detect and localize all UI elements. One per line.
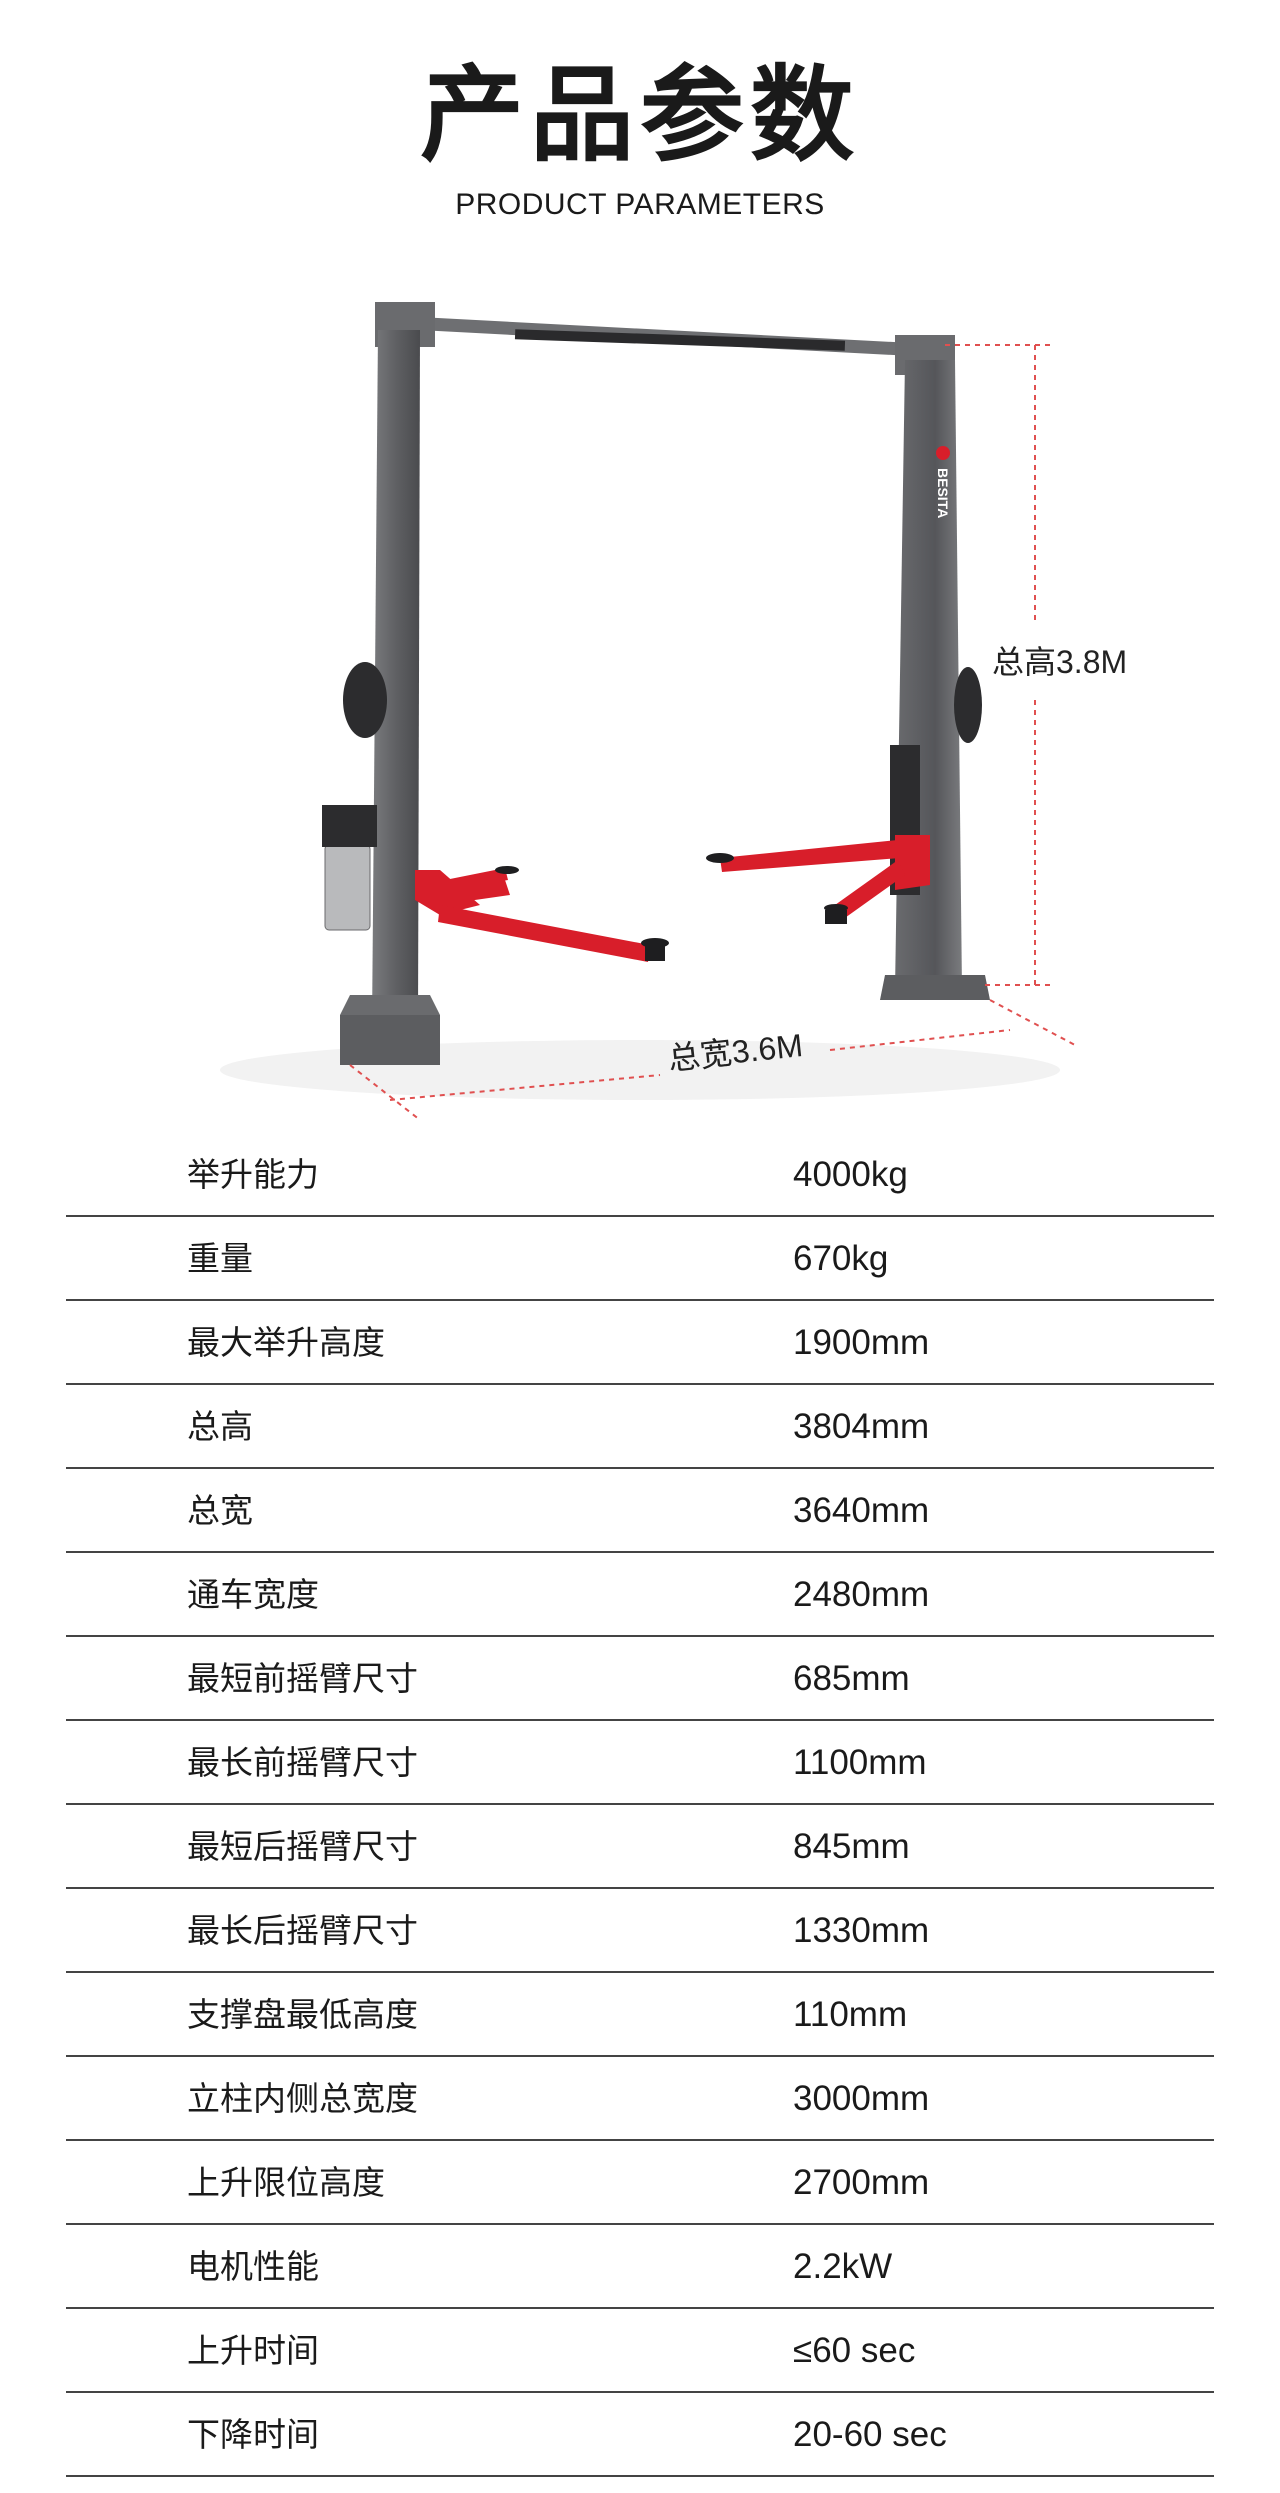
- spec-label: 电机性能: [187, 2247, 319, 2286]
- table-row: 重量 670kg: [66, 1219, 1214, 1301]
- left-column: [322, 330, 440, 1065]
- spec-label: 总高: [187, 1407, 253, 1446]
- spec-value: 685mm: [793, 1659, 910, 1698]
- spec-value: 4000kg: [793, 1155, 908, 1194]
- table-row: 电机性能 2.2kW: [66, 2227, 1214, 2309]
- spec-label: 上升时间: [187, 2331, 319, 2370]
- page-title: 产品参数: [419, 54, 860, 176]
- spec-value: 845mm: [793, 1827, 910, 1866]
- spec-label: 支撑盘最低高度: [187, 1995, 418, 2034]
- spec-value: 3804mm: [793, 1407, 930, 1446]
- hydraulic-pump: [324, 844, 371, 931]
- spec-value: 1100mm: [793, 1743, 927, 1782]
- spec-label: 通车宽度: [187, 1575, 319, 1614]
- page-subtitle: PRODUCT PARAMETERS: [455, 188, 825, 221]
- table-row: 最长后摇臂尺寸 1330mm: [66, 1891, 1214, 1973]
- spec-label: 最短后摇臂尺寸: [187, 1827, 418, 1866]
- table-row: 最大举升高度 1900mm: [66, 1303, 1214, 1385]
- table-row: 总高 3804mm: [66, 1387, 1214, 1469]
- spec-label: 最大举升高度: [187, 1323, 385, 1362]
- right-column: BESITA: [880, 360, 990, 1000]
- spec-label: 下降时间: [187, 2415, 319, 2454]
- table-row: 最长前摇臂尺寸 1100mm: [66, 1723, 1214, 1805]
- spec-label: 最短前摇臂尺寸: [187, 1659, 418, 1698]
- spec-value: 670kg: [793, 1239, 889, 1278]
- spec-label: 上升限位高度: [187, 2163, 385, 2202]
- car-lift-illustration: BESITA: [220, 302, 1076, 1121]
- table-row: 下降时间 20-60 sec: [66, 2395, 1214, 2477]
- brand-logo: BESITA: [935, 468, 951, 518]
- left-lift-arms: [415, 866, 669, 962]
- spec-label: 重量: [187, 1239, 253, 1278]
- spec-label: 最长后摇臂尺寸: [187, 1911, 418, 1950]
- top-crossbeam: [375, 302, 955, 375]
- spec-value: 110mm: [793, 1995, 908, 2034]
- spec-value: ≤60 sec: [793, 2331, 916, 2370]
- spec-label: 总宽: [187, 1491, 253, 1530]
- table-row: 总宽 3640mm: [66, 1471, 1214, 1553]
- spec-value: 2480mm: [793, 1575, 930, 1614]
- spec-value: 1330mm: [793, 1911, 930, 1950]
- table-row: 通车宽度 2480mm: [66, 1555, 1214, 1637]
- dimension-lines: [349, 344, 1076, 1121]
- spec-label: 最长前摇臂尺寸: [187, 1743, 418, 1782]
- table-row: 支撑盘最低高度 110mm: [66, 1975, 1214, 2057]
- right-lift-arms: [706, 835, 930, 924]
- table-row: 最短后摇臂尺寸 845mm: [66, 1807, 1214, 1889]
- table-row: 举升能力 4000kg: [66, 1135, 1214, 1217]
- spec-value: 2700mm: [793, 2163, 930, 2202]
- spec-value: 3000mm: [793, 2079, 930, 2118]
- total-height-label: 总高3.8M: [992, 644, 1128, 680]
- spec-value: 1900mm: [793, 1323, 930, 1362]
- spec-value: 2.2kW: [793, 2247, 893, 2286]
- table-row: 立柱内侧总宽度 3000mm: [66, 2059, 1214, 2141]
- spec-value: 20-60 sec: [793, 2415, 947, 2454]
- spec-value: 3640mm: [793, 1491, 930, 1530]
- spec-label: 立柱内侧总宽度: [187, 2079, 418, 2118]
- table-row: 上升限位高度 2700mm: [66, 2143, 1214, 2225]
- spec-table: 举升能力 4000kg 重量 670kg 最大举升高度 1900mm 总高 38…: [66, 1135, 1214, 2477]
- table-row: 上升时间 ≤60 sec: [66, 2311, 1214, 2393]
- table-row: 最短前摇臂尺寸 685mm: [66, 1639, 1214, 1721]
- spec-label: 举升能力: [187, 1155, 319, 1194]
